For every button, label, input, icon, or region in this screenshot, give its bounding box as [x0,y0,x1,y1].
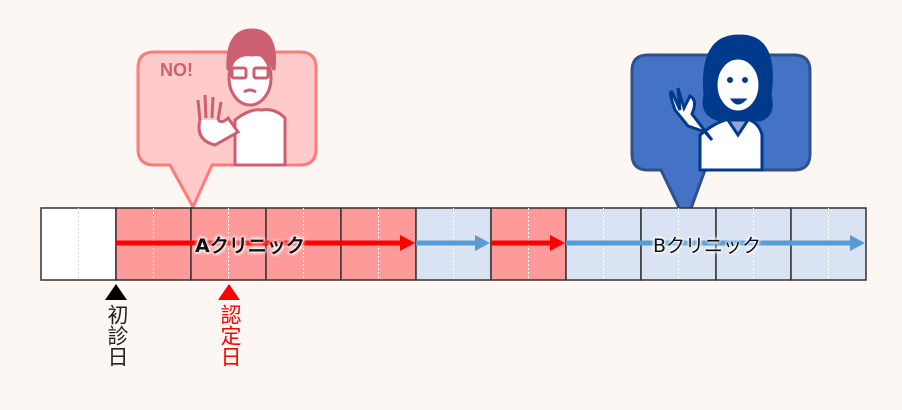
clinic-a-speech-bubble: NO! [136,28,318,211]
arrow-head-icon [475,235,490,251]
clinic-b-label: Bクリニック [653,235,762,257]
no-text: NO! [160,60,193,80]
arrow-head-icon [400,235,415,251]
clinic-a-label: Aクリニック [195,235,305,257]
female-doctor-ok-sign-icon [669,34,773,172]
arrow-head-icon [550,235,565,251]
first-visit-label: 初診日 [105,304,129,367]
certification-date-label: 認定日 [218,304,242,367]
certification-marker-icon [218,284,240,300]
arrow-head-icon [850,235,865,251]
male-doctor-refusing-icon [196,28,287,167]
clinic-b-speech-bubble [630,34,812,226]
first-visit-marker-icon [105,284,127,300]
